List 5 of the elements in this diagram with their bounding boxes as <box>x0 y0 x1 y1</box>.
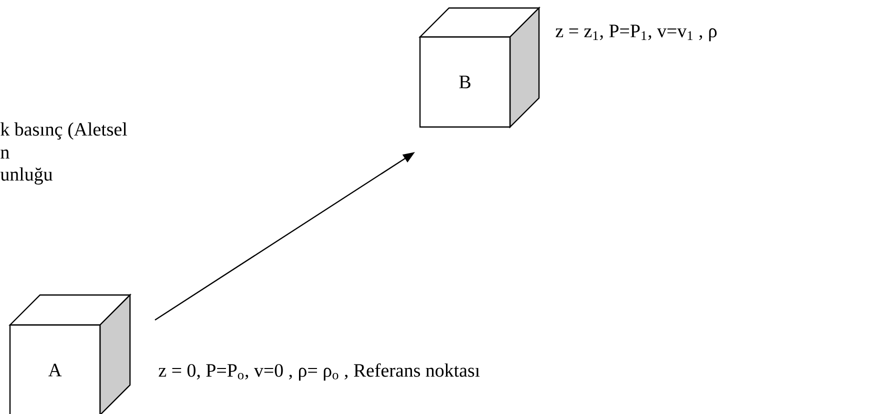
label-text: k basınç (Aletsel <box>0 122 128 140</box>
label-text: n <box>0 150 10 158</box>
label-text: unluğu <box>0 167 52 185</box>
condition-text: z = z$_{1}$, P=P$_{1}$, v=v$_{1}$ , ρ <box>556 24 717 42</box>
condition-text: z = 0, P=P$_{o}$, v=0 , ρ= ρ$_{o}$ , Referans noktası <box>158 363 480 381</box>
